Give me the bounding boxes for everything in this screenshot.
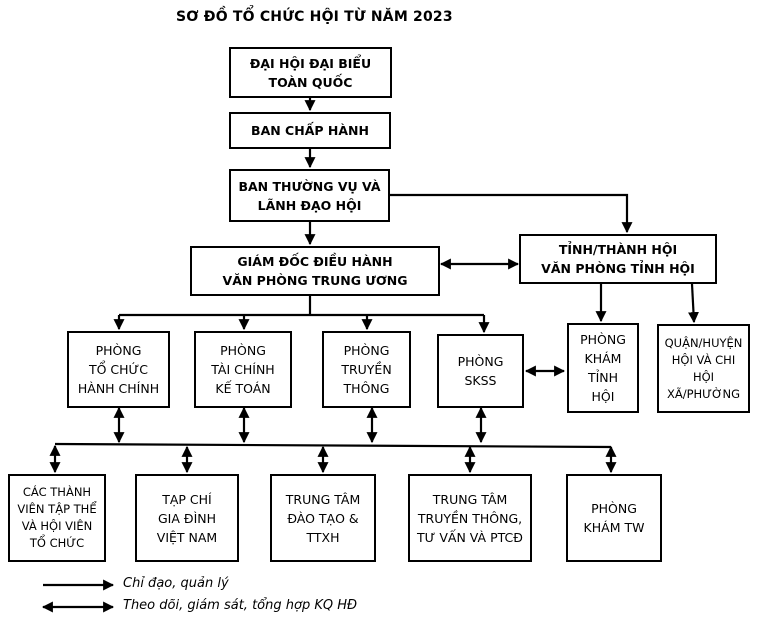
node-dai-hoi: ĐẠI HỘI ĐẠI BIỂU TOÀN QUỐC [229,47,392,98]
arrow-btv-tinhhoi [390,193,633,234]
node-trung-tam-dao-tao: TRUNG TÂM ĐÀO TẠO & TTXH [270,474,376,562]
legend-single-label: Chỉ đạo, quản lý [123,576,229,591]
diagram-title: SƠ ĐỒ TỔ CHỨC HỘI TỪ NĂM 2023 [176,9,453,25]
arrow-to-quanhuyen [687,283,699,324]
node-phong-truyen-thong: PHÒNG TRUYỀN THÔNG [322,331,411,408]
node-phong-kham-tw: PHÒNG KHÁM TW [566,474,662,562]
node-phong-tckt: PHÒNG TÀI CHÍNH KẾ TOÁN [194,331,292,408]
node-ban-chap-hanh: BAN CHẤP HÀNH [229,112,391,149]
line-bottom-bus [54,442,612,449]
legend-double-label: Theo dõi, giám sát, tổng hợp KQ HĐ [123,598,358,613]
node-quan-huyen: QUẬN/HUYỆN HỘI VÀ CHI HỘI XÃ/PHƯỜNG [657,324,750,413]
node-phong-skss: PHÒNG SKSS [437,334,524,408]
node-tap-chi: TẠP CHÍ GIA ĐÌNH VIỆT NAM [135,474,239,562]
node-phong-tchc: PHÒNG TỔ CHỨC HÀNH CHÍNH [67,331,170,408]
node-phong-kham-tinh: PHÒNG KHÁM TỈNH HỘI [567,323,639,413]
node-ban-thuong-vu: BAN THƯỜNG VỤ VÀ LÃNH ĐẠO HỘI [229,169,390,222]
node-tinh-hoi: TỈNH/THÀNH HỘI VĂN PHÒNG TỈNH HỘI [519,234,717,284]
node-trung-tam-truyen-thong: TRUNG TÂM TRUYỀN THÔNG, TƯ VẤN VÀ PTCĐ [408,474,532,562]
node-thanh-vien: CÁC THÀNH VIÊN TẬP THỂ VÀ HỘI VIÊN TỔ CH… [8,474,106,562]
node-giam-doc: GIÁM ĐỐC ĐIỀU HÀNH VĂN PHÒNG TRUNG ƯƠNG [190,246,440,296]
